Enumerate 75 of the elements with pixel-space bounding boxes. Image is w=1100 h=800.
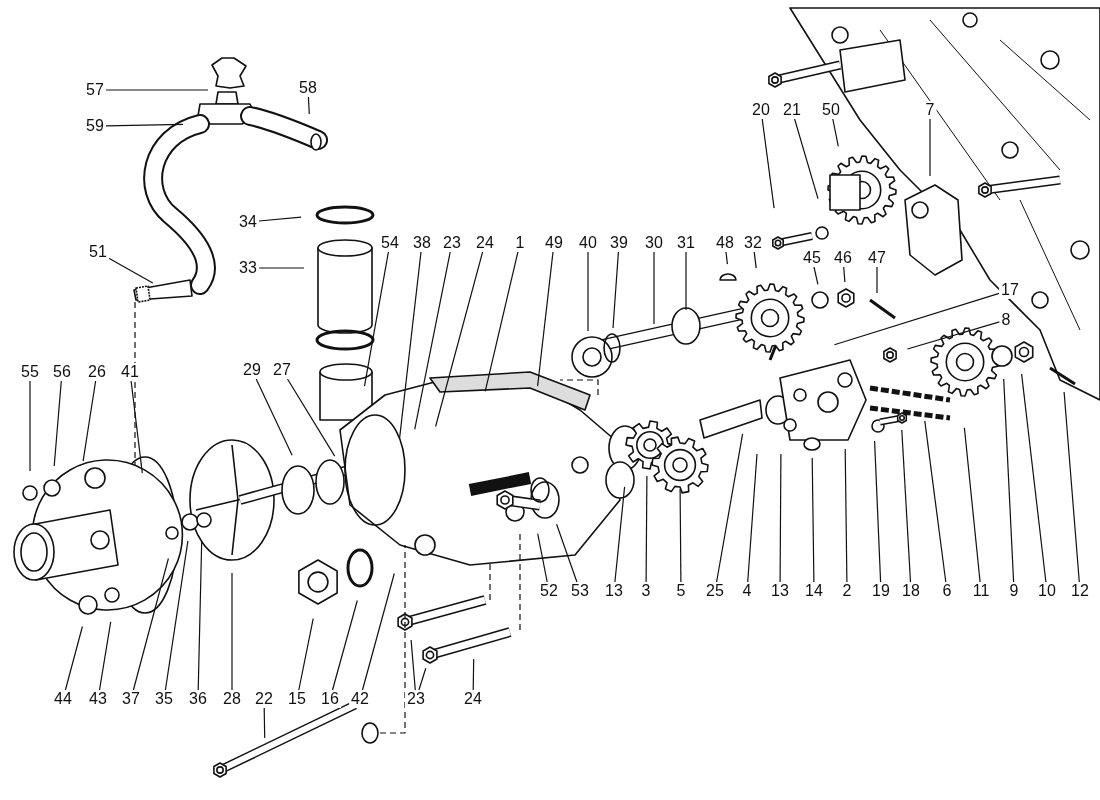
leader-line (685, 251, 687, 311)
leader-line (929, 118, 931, 177)
leader-line (843, 266, 846, 283)
leader-line (556, 523, 578, 583)
leader-line (307, 96, 310, 115)
callout-number: 27 (271, 361, 293, 379)
leader-line (231, 572, 233, 691)
leader-line (716, 433, 744, 583)
leader-line (361, 572, 395, 691)
leader-line (587, 251, 589, 332)
leader-line (906, 321, 1001, 350)
leader-line (298, 618, 314, 691)
leader-line (537, 251, 554, 387)
leader-line (105, 89, 209, 91)
leader-line (164, 540, 189, 691)
leader-line (53, 380, 62, 467)
leader-line (108, 257, 154, 284)
leader-line (484, 251, 519, 392)
leader-line (1003, 378, 1015, 583)
leader-line (258, 216, 302, 222)
leader-line (901, 429, 912, 583)
leader-line (410, 639, 416, 691)
callout-number: 1 (513, 234, 527, 252)
leader-line (255, 378, 293, 456)
leader-line (258, 267, 305, 269)
leader-line (813, 266, 819, 285)
callout-number: 16 (319, 690, 341, 708)
leader-line (653, 251, 655, 325)
leader-line (811, 457, 815, 583)
leader-line (832, 118, 839, 147)
leader-line (331, 599, 358, 691)
leader-line (833, 292, 1000, 346)
callout-number: 24 (474, 234, 496, 252)
leader-line (874, 440, 882, 583)
leader-line (794, 118, 819, 200)
callout-number: 21 (781, 101, 803, 119)
leader-line (612, 251, 619, 329)
callout-number: 51 (87, 243, 109, 261)
leader-line (924, 420, 947, 583)
leader-line (418, 667, 427, 691)
leader-line (435, 251, 484, 428)
leader-line (753, 251, 757, 269)
leader-line (725, 251, 728, 265)
leader-line (779, 453, 782, 583)
leader-line (614, 486, 626, 583)
leader-line (679, 488, 682, 583)
leader-line (645, 475, 648, 583)
leader-line (64, 625, 83, 691)
leader-line (414, 251, 451, 430)
leader-line (132, 557, 169, 691)
leader-line (29, 380, 31, 472)
callout-number: 29 (241, 361, 263, 379)
leader-line (844, 448, 848, 583)
callout-number: 17 (999, 281, 1021, 299)
leader-line (761, 118, 775, 209)
callout-number: 41 (119, 363, 141, 381)
leader-line (263, 707, 266, 739)
leader-line (876, 266, 878, 294)
leader-line (399, 251, 422, 439)
leader-line (82, 380, 97, 462)
leader-line (963, 427, 981, 583)
leader-line (286, 378, 336, 457)
leader-line (1021, 373, 1047, 583)
callout-number: 23 (405, 690, 427, 708)
leader-line (197, 540, 203, 691)
leader-line (363, 251, 389, 387)
leader-line (98, 621, 112, 691)
leader-line (105, 123, 184, 127)
leader-line (130, 380, 143, 474)
leader-line (747, 453, 758, 583)
callout-number: 45 (801, 249, 823, 267)
leader-line (472, 658, 475, 691)
leader-line (537, 533, 548, 583)
callout-number: 42 (349, 690, 371, 708)
leader-line (1063, 391, 1080, 583)
